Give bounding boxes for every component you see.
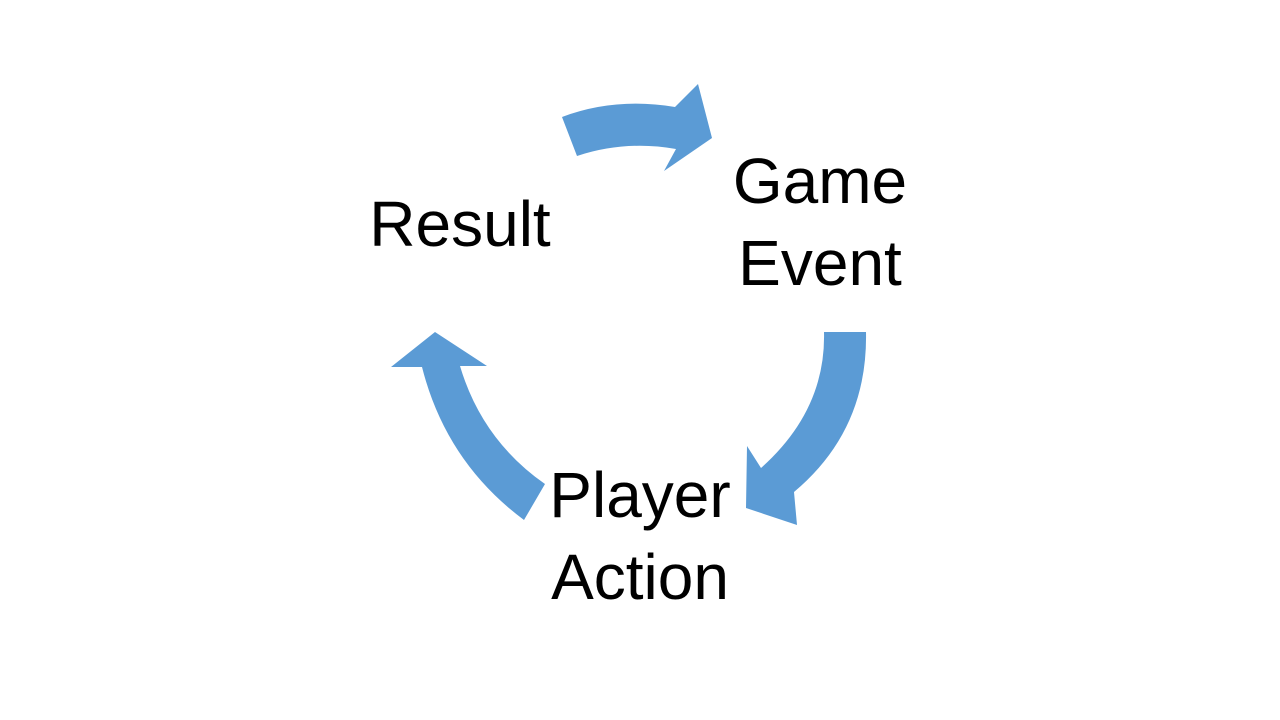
node-game-event-line-1: Game xyxy=(732,145,908,217)
node-player-action: Player Action xyxy=(530,454,750,618)
node-result: Result xyxy=(360,183,560,265)
arrow-result-to-game-event xyxy=(562,84,712,171)
arrow-game-event-to-player-action xyxy=(746,332,867,525)
node-player-action-line-2: Action xyxy=(551,541,729,613)
node-result-line-1: Result xyxy=(369,188,551,260)
node-game-event-line-2: Event xyxy=(738,227,902,299)
node-player-action-line-1: Player xyxy=(549,459,731,531)
arrow-player-action-to-result xyxy=(391,332,545,520)
node-game-event: Game Event xyxy=(720,140,920,304)
